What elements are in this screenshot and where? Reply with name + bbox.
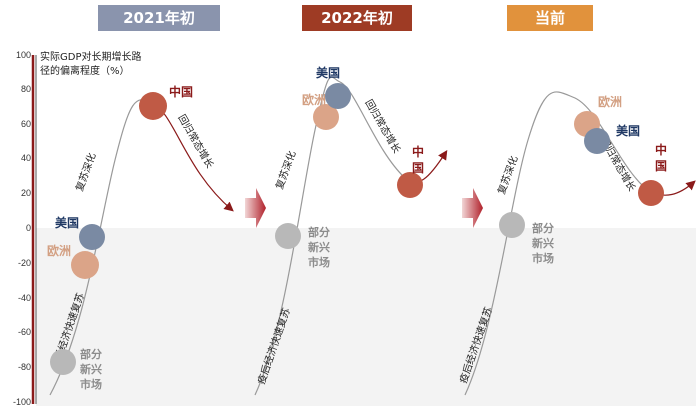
europe-bubble (71, 251, 99, 279)
emerging-bubble (499, 212, 525, 238)
emerging-label-2: 新兴 (80, 362, 102, 376)
us-bubble (325, 83, 351, 109)
y-tick: 80 (21, 84, 31, 94)
emerging-label-1: 部分 (308, 225, 330, 239)
negative-region (36, 228, 696, 406)
y-axis: 100 80 60 40 20 0 -20 -40 -60 -80 -100 实… (13, 50, 142, 407)
y-tick: 100 (16, 50, 31, 60)
y-tick: 20 (21, 188, 31, 198)
header-now: 当前 (507, 5, 593, 31)
y-axis-label-line1: 实际GDP对长期增长路 (40, 50, 141, 63)
y-tick: -20 (18, 258, 31, 268)
header-now-text: 当前 (535, 9, 565, 27)
us-label: 美国 (316, 65, 340, 80)
china-label-1: 中 (655, 142, 667, 157)
europe-bubble (313, 104, 339, 130)
emerging-label-3: 市场 (80, 377, 102, 391)
china-bubble (397, 172, 423, 198)
label-deepening: 复苏深化 (273, 149, 299, 191)
us-label: 美国 (55, 215, 79, 230)
y-tick: -40 (18, 293, 31, 303)
label-normal-growth: 回归常态增长 (362, 97, 403, 155)
china-label-2: 国 (655, 159, 667, 173)
y-tick: 60 (21, 119, 31, 129)
header-2022: 2022年初 (302, 5, 412, 31)
transition-arrow-1 (245, 188, 266, 228)
us-label: 美国 (616, 123, 640, 138)
china-bubble (139, 92, 167, 120)
emerging-label-1: 部分 (532, 221, 554, 235)
europe-label: 欧洲 (598, 94, 622, 109)
label-normal-growth: 回归常态增长 (175, 112, 216, 170)
panel-2021: 疫后经济快速复苏 复苏深化 回归常态增长 中国 欧洲 美国 部分 新兴 市场 (47, 84, 234, 396)
emerging-bubble (50, 349, 76, 375)
emerging-label-3: 市场 (532, 251, 554, 265)
header-2021: 2021年初 (98, 5, 220, 31)
emerging-bubble (275, 223, 301, 249)
y-tick: -60 (18, 327, 31, 337)
recovery-curve (49, 98, 153, 396)
y-tick: 40 (21, 153, 31, 163)
china-label: 中国 (169, 84, 193, 99)
y-tick: -100 (13, 397, 31, 407)
china-bubble (638, 180, 664, 206)
trend-arrow (151, 101, 234, 212)
china-label-1: 中 (412, 144, 424, 159)
emerging-label-1: 部分 (80, 347, 102, 361)
us-bubble (79, 224, 105, 250)
us-bubble (584, 128, 610, 154)
header-2021-text: 2021年初 (123, 9, 195, 27)
emerging-label-2: 新兴 (532, 236, 554, 250)
y-tick: 0 (26, 223, 31, 233)
emerging-label-2: 新兴 (308, 240, 330, 254)
label-deepening: 复苏深化 (73, 151, 99, 193)
europe-label: 欧洲 (302, 92, 326, 107)
emerging-label-3: 市场 (308, 255, 330, 269)
transition-arrow-2 (462, 188, 483, 228)
china-label-2: 国 (412, 161, 424, 175)
recovery-curve (254, 76, 406, 396)
y-tick: -80 (18, 362, 31, 372)
header-2022-text: 2022年初 (321, 9, 393, 27)
y-axis-label-line2: 径的偏离程度（%） (40, 64, 130, 77)
europe-label: 欧洲 (47, 243, 71, 258)
